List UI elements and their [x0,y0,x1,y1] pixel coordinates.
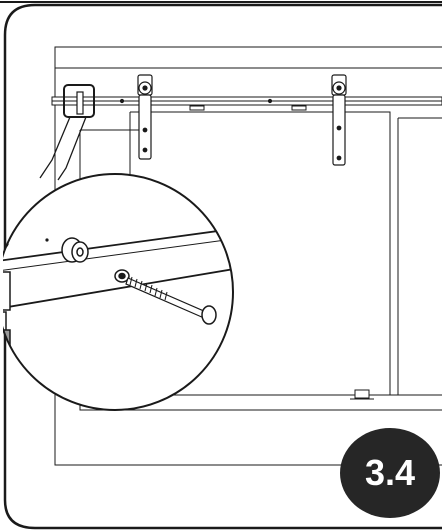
step-number-label: 3.4 [364,452,416,493]
magnifier-callout [3,173,234,411]
zoom-spacer [61,237,89,263]
detail-highlight-box [63,84,95,118]
lag-screw [125,276,217,325]
step-number-badge: 3.4 [340,428,440,518]
zoom-rail-hole [45,238,49,242]
zoom-screw-hole [114,269,130,283]
track-rail [51,96,442,111]
zoom-rail [3,226,233,312]
callout-leader [39,116,87,181]
roller-hanger-right [331,74,347,166]
roller-hanger-left [137,74,153,160]
door-floor-guide [350,389,374,400]
